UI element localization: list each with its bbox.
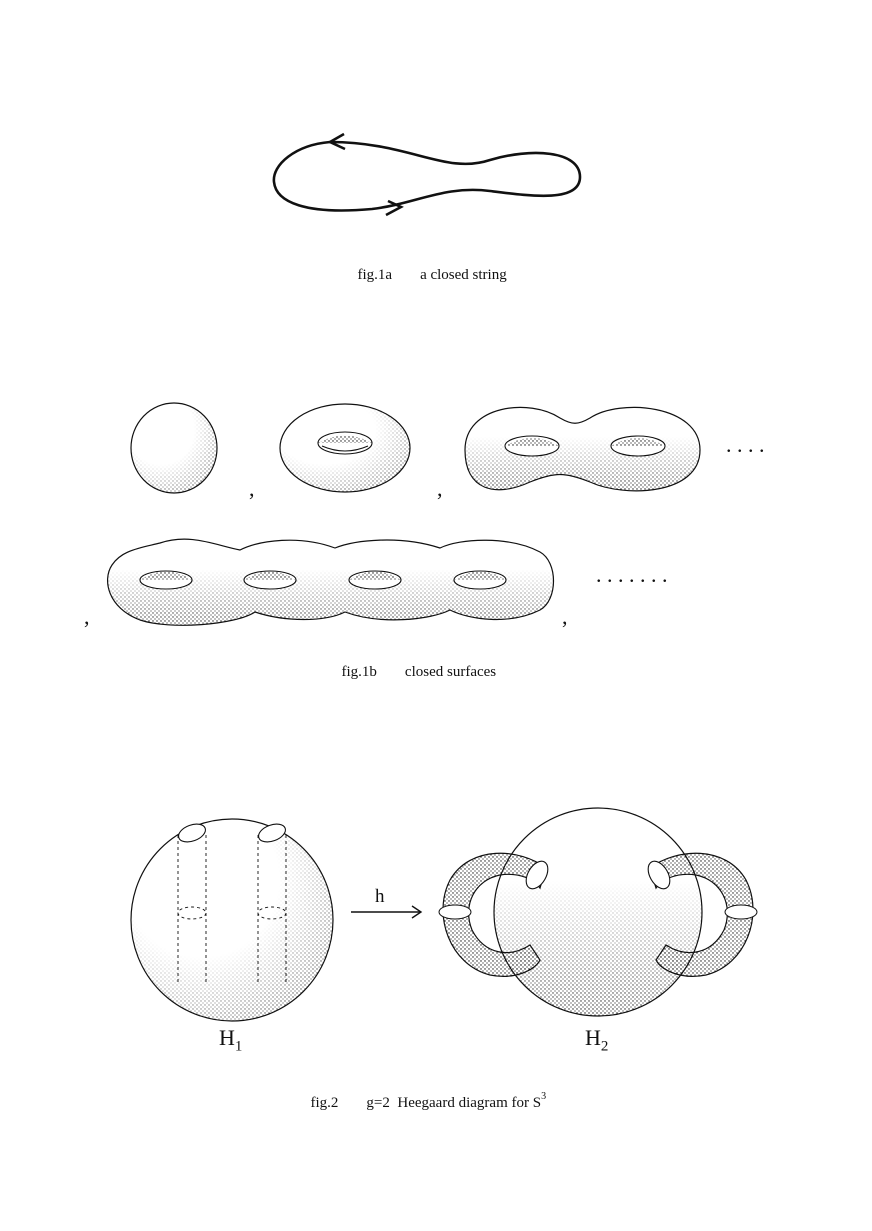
fig1b-caption: fig.1b closed surfaces <box>334 650 497 680</box>
fig2-caption-sup: 3 <box>541 1091 547 1102</box>
fig1a-caption-text: a closed string <box>420 267 507 283</box>
label-h2-letter: H <box>585 1025 601 1050</box>
sphere-surface <box>130 402 218 494</box>
torus-surface <box>279 403 411 493</box>
label-h1: H1 <box>219 1027 242 1054</box>
fig2-caption-text: g=2 Heegaard diagram for S <box>366 1095 542 1111</box>
label-h1-letter: H <box>219 1025 235 1050</box>
h1-tube-right <box>257 835 287 985</box>
map-arrow <box>351 905 423 919</box>
label-h1-sub: 1 <box>234 1038 243 1055</box>
fig2-number: fig.2 <box>310 1095 339 1111</box>
h1-tube-left <box>177 835 207 985</box>
map-label-h: h <box>375 886 385 907</box>
comma-1: , <box>249 476 255 501</box>
fig1b-caption-text: closed surfaces <box>404 664 497 680</box>
comma-4: , <box>562 604 568 629</box>
label-h2-sub: 2 <box>600 1038 609 1055</box>
ellipsis-short: . . . . <box>726 432 765 457</box>
label-h2: H2 <box>585 1027 608 1054</box>
handlebody-h1 <box>130 818 334 1022</box>
ellipsis-long: . . . . . . . <box>596 562 668 587</box>
arrow-top <box>327 132 346 151</box>
genus-four-surface <box>107 538 554 626</box>
comma-2: , <box>437 476 443 501</box>
closed-string-loop <box>272 132 582 217</box>
fig1a-number: fig.1a <box>357 267 393 283</box>
fig2-caption: fig.2 g=2 Heegaard diagram for S3 <box>303 1077 547 1111</box>
comma-3: , <box>84 604 90 629</box>
handlebody-h2 <box>438 807 758 1017</box>
fig1b-number: fig.1b <box>341 664 377 680</box>
double-torus-surface <box>464 406 701 492</box>
arrow-bottom <box>385 199 404 217</box>
fig1a-caption: fig.1a a closed string <box>350 253 507 283</box>
